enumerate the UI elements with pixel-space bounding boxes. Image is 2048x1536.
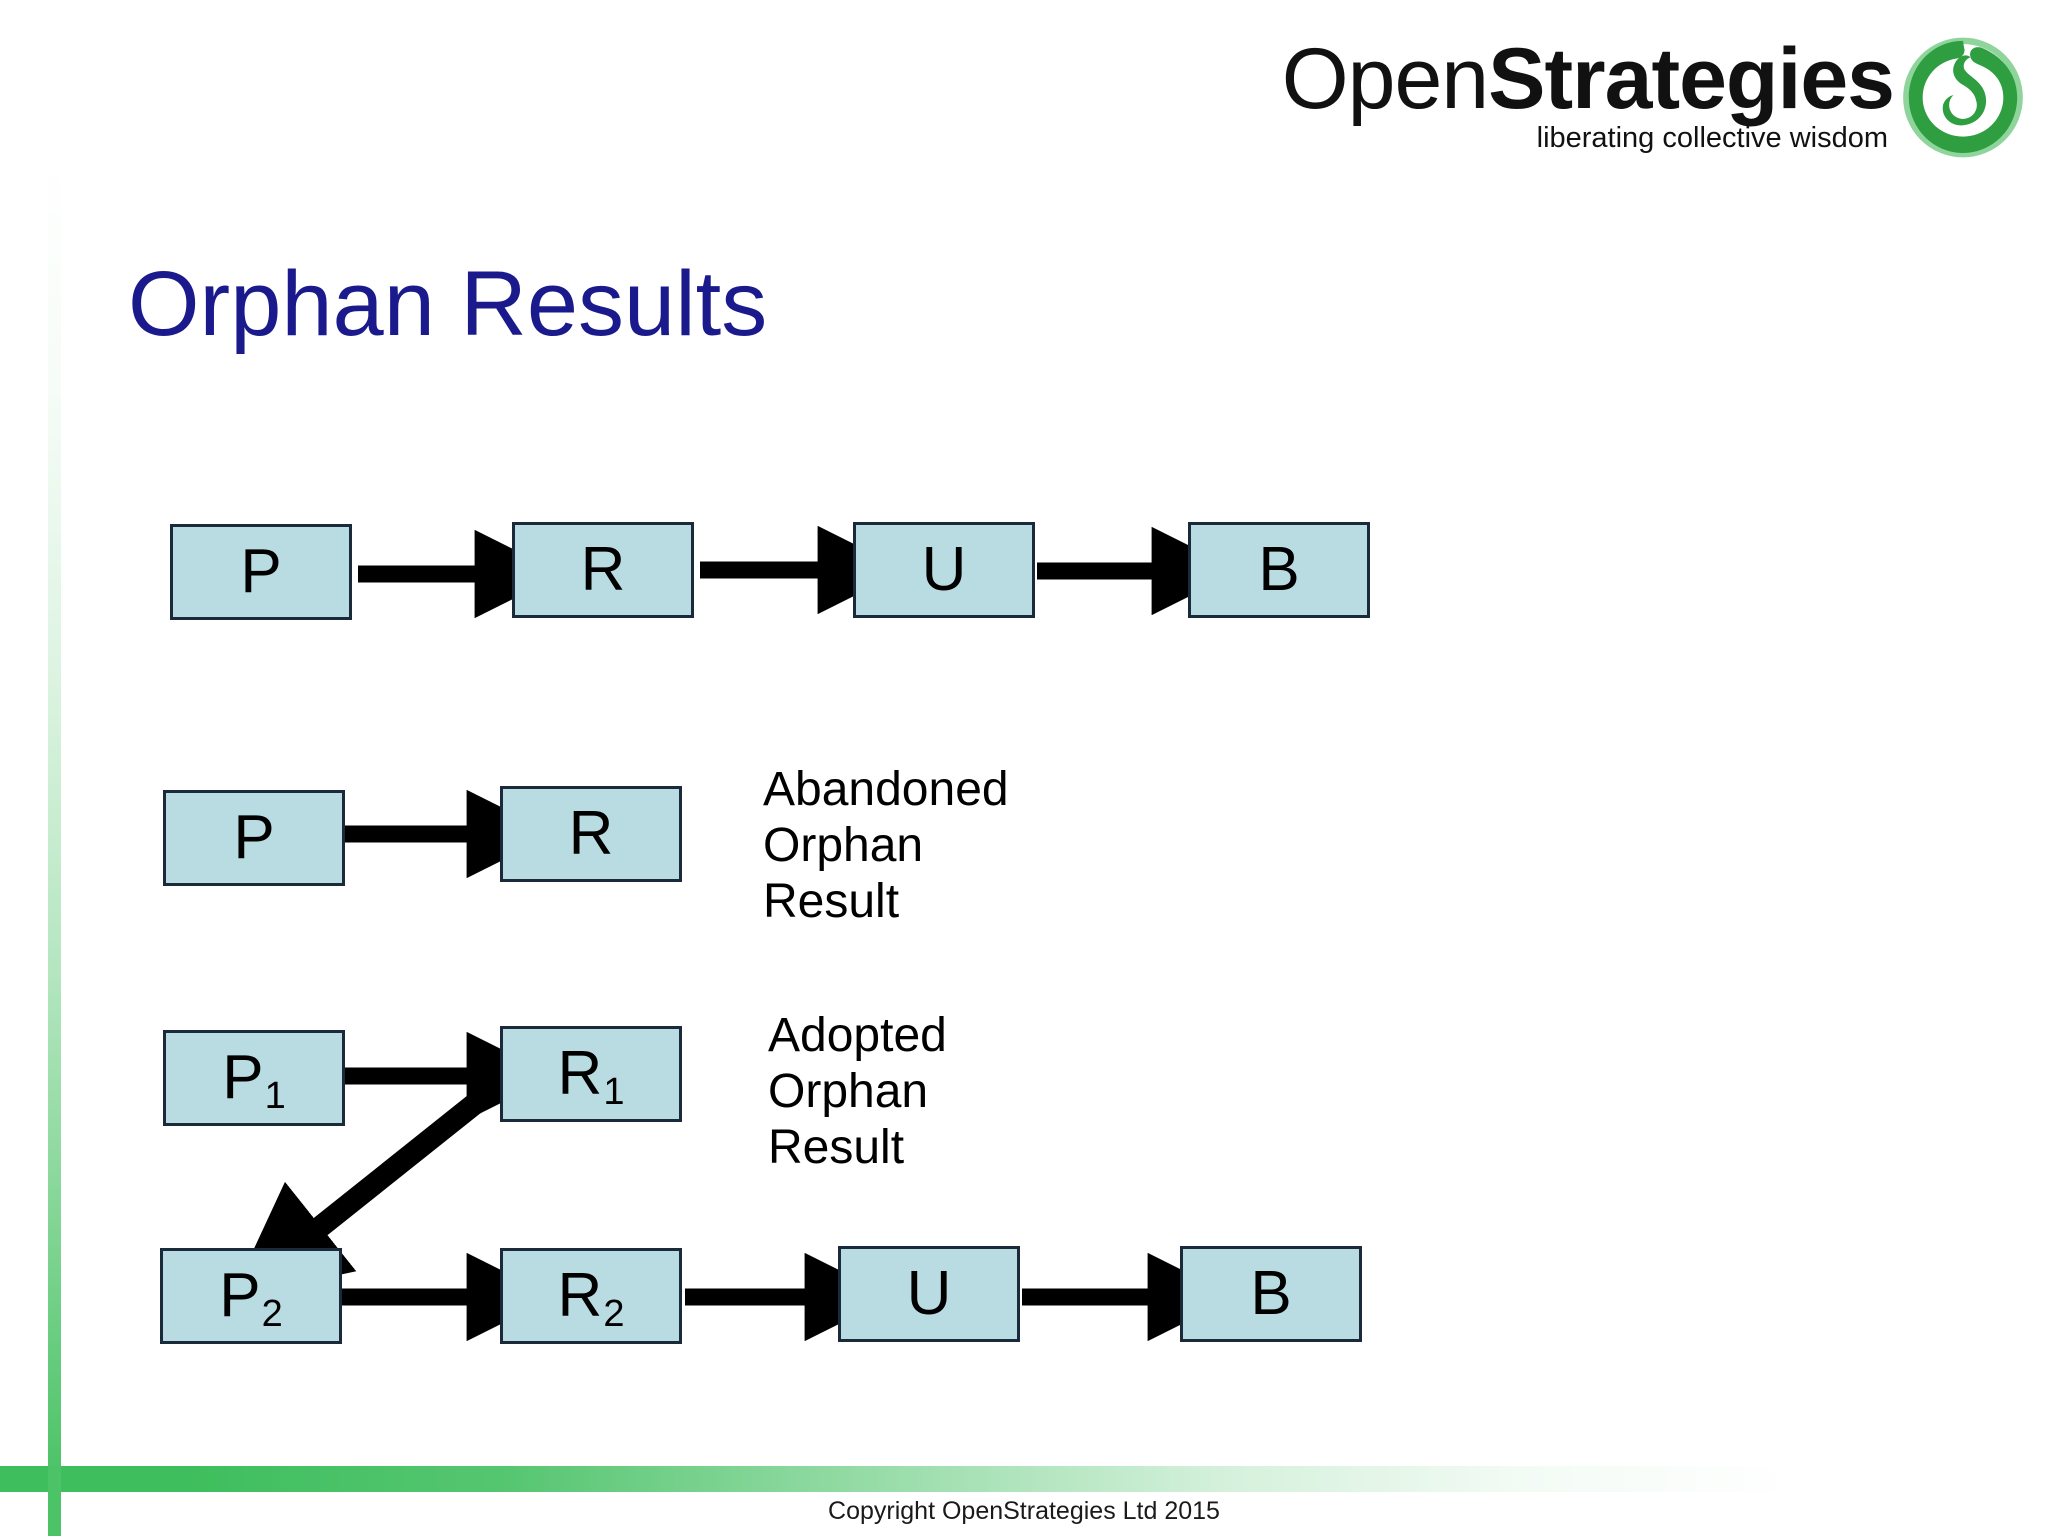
node-label: P: [240, 537, 282, 606]
green-swirl-icon: [1900, 32, 2026, 158]
decorative-vertical-line: [48, 150, 61, 1480]
decorative-horizontal-line: [0, 1466, 1800, 1492]
node-p-row1[interactable]: P: [170, 524, 352, 620]
node-p-row2[interactable]: P: [163, 790, 345, 886]
node-label: U: [906, 1259, 952, 1328]
node-label: P: [233, 803, 275, 872]
logo-word-open: Open: [1281, 31, 1489, 127]
logo-tagline: liberating collective wisdom: [1536, 122, 1888, 154]
note-abandoned-orphan-result: Abandoned Orphan Result: [763, 763, 1009, 929]
node-b-row4[interactable]: B: [1180, 1246, 1362, 1342]
node-label: R: [568, 799, 614, 868]
openstrategies-logo: OpenStrategies liberating collective wis…: [1282, 28, 2026, 158]
page-title: Orphan Results: [128, 253, 768, 355]
node-label: B: [1250, 1259, 1292, 1328]
node-u-row4[interactable]: U: [838, 1246, 1020, 1342]
node-r-row2[interactable]: R: [500, 786, 682, 882]
node-label: R: [580, 535, 626, 604]
footer-copyright: Copyright OpenStrategies Ltd 2015: [828, 1497, 1220, 1525]
decorative-vertical-line-lower: [48, 1466, 61, 1536]
node-label: U: [921, 535, 967, 604]
node-b-row1[interactable]: B: [1188, 522, 1370, 618]
node-r-row1[interactable]: R: [512, 522, 694, 618]
note-adopted-orphan-result: Adopted Orphan Result: [768, 1009, 947, 1175]
logo-wordmark: OpenStrategies liberating collective wis…: [1282, 28, 1895, 154]
node-label: B: [1258, 535, 1300, 604]
logo-word: OpenStrategies: [1282, 36, 1895, 122]
node-u-row1[interactable]: U: [853, 522, 1035, 618]
logo-word-strategies: Strategies: [1488, 31, 1895, 127]
